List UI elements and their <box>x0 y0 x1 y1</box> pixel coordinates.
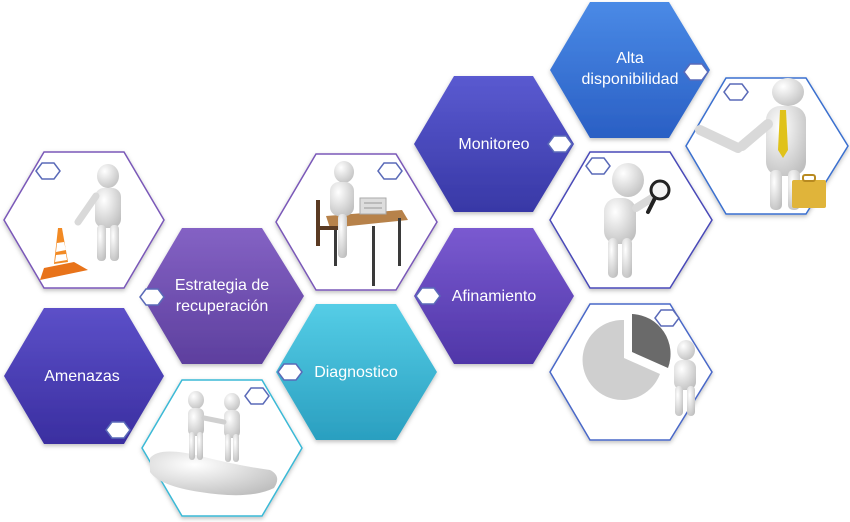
handshake-icon <box>695 78 826 210</box>
hex-image-hand <box>141 379 303 517</box>
hand-handshake-icon <box>150 391 278 496</box>
hex-marker-cone <box>35 162 61 180</box>
magnifier-icon <box>604 163 671 278</box>
pie-chart-icon <box>582 314 696 416</box>
hex-marker-diagnostico <box>277 363 303 381</box>
hex-amenazas[interactable] <box>4 308 164 444</box>
hex-marker-afinamiento <box>415 287 441 305</box>
hex-marker-handshake <box>723 83 749 101</box>
hex-marker-pie <box>654 309 680 327</box>
hex-afinamiento[interactable] <box>414 228 574 364</box>
hex-alta-disponibilidad[interactable] <box>550 2 710 138</box>
hex-marker-desk <box>377 162 403 180</box>
hex-marker-alta <box>683 63 709 81</box>
hex-marker-amenazas <box>105 421 131 439</box>
hex-marker-hand <box>244 387 270 405</box>
hex-marker-estrategia <box>139 288 165 306</box>
hex-estrategia[interactable] <box>142 228 304 364</box>
hex-marker-group <box>35 63 749 439</box>
hex-diagnostico[interactable] <box>276 304 437 440</box>
hex-marker-monitoreo <box>547 135 573 153</box>
reading-desk-icon <box>316 161 408 286</box>
hex-image-cone <box>3 151 165 289</box>
traffic-cone-icon <box>40 164 121 280</box>
hex-marker-magnifier <box>585 157 611 175</box>
hex-monitoreo[interactable] <box>414 76 574 212</box>
